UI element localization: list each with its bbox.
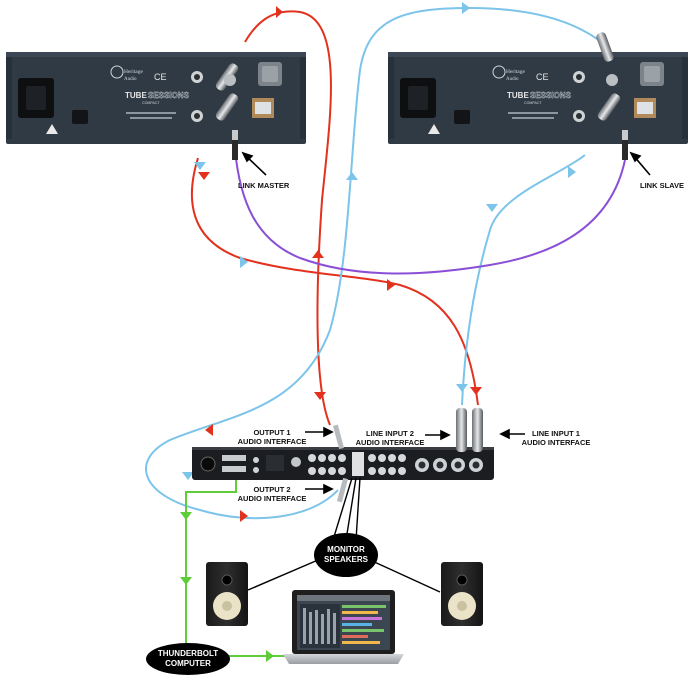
- brand-line1: Heritage: [124, 69, 143, 75]
- link-plug: [232, 138, 238, 160]
- output1-line2: AUDIO INTERFACE: [237, 437, 307, 446]
- laptop-computer: [283, 590, 404, 664]
- purple-link-cable: [234, 149, 626, 275]
- arrow-red-mid2: [387, 279, 395, 291]
- output2-line2: AUDIO INTERFACE: [237, 494, 307, 503]
- pointer-arrows: [241, 151, 651, 495]
- tube-sessions-slave-unit: Heritage Audio CE TUBE SESSIONS COMPACT: [388, 32, 688, 160]
- brand-line2: Audio: [124, 77, 137, 82]
- thunderbolt-computer-bubble: THUNDERBOLT COMPUTER: [146, 643, 230, 675]
- arrow-blue-line-in: [456, 384, 468, 392]
- model-bold: TUBE: [507, 91, 529, 100]
- monitor-speaker-right: [441, 562, 483, 626]
- speaker-cables: [247, 477, 441, 593]
- trs-plug-output1: [332, 424, 345, 450]
- model-bold: TUBE: [125, 91, 147, 100]
- model-outline: SESSIONS: [530, 91, 572, 100]
- brand-line1: Heritage: [506, 69, 525, 75]
- power-button: [200, 456, 216, 472]
- monitor-line2: SPEAKERS: [323, 555, 368, 564]
- arrow-green-1: [180, 512, 192, 520]
- xlr-connector-in: [596, 32, 614, 62]
- xlr-plug-line-input-2: [456, 408, 467, 452]
- red-cable-master-out: [191, 157, 479, 406]
- cable-arrows: [180, 2, 576, 662]
- arrow-red-bottom: [240, 510, 248, 522]
- line-input2-label: LINE INPUT 2 AUDIO INTERFACE: [354, 429, 426, 447]
- warning-icon: [428, 124, 440, 134]
- model-outline: SESSIONS: [148, 91, 190, 100]
- brand-line2: Audio: [506, 77, 519, 82]
- trs-plug-output2: [336, 477, 349, 503]
- arrow-green-2: [180, 577, 192, 585]
- fuse-holder: [72, 110, 88, 124]
- arrow-blue-master: [194, 162, 206, 170]
- tweeter: [456, 574, 468, 586]
- arrow-blue-slave-out: [568, 166, 576, 178]
- arrow-red-line-in: [470, 387, 482, 395]
- monitor-speakers-bubble: MONITOR SPEAKERS: [314, 533, 378, 577]
- arrow-green-3: [266, 650, 274, 662]
- brand-logo: [110, 65, 124, 79]
- ce-mark: CE: [154, 72, 167, 82]
- trs-jack-row: [308, 454, 406, 475]
- interface-body: [192, 447, 494, 480]
- line-input2-line2: AUDIO INTERFACE: [355, 438, 425, 447]
- arrow-blue-right: [486, 204, 498, 212]
- brand-logo: [492, 65, 506, 79]
- line-input1-label: LINE INPUT 1 AUDIO INTERFACE: [520, 429, 592, 447]
- output1-label: OUTPUT 1 AUDIO INTERFACE: [236, 428, 308, 446]
- tweeter: [221, 574, 233, 586]
- laptop-base: [283, 654, 404, 664]
- line-input1-line1: LINE INPUT 1: [532, 429, 580, 438]
- xlr-plug-line-input-1: [472, 408, 483, 452]
- arrow-blue-mid2: [240, 256, 248, 268]
- arrow-blue-mid: [346, 172, 358, 180]
- ce-mark: CE: [536, 72, 549, 82]
- line-input1-line2: AUDIO INTERFACE: [521, 438, 591, 447]
- xlr-connector-out: [597, 93, 621, 121]
- arrow-red-loop: [205, 424, 213, 436]
- tube-sessions-master-unit: Heritage Audio CE TUBE SESSIONS COMPACT: [6, 52, 306, 160]
- monitor-line1: MONITOR: [327, 545, 365, 554]
- connector-block: [352, 452, 364, 476]
- output2-line1: OUTPUT 2: [253, 485, 291, 494]
- model-sub: COMPACT: [142, 101, 161, 105]
- thunderbolt-line1: THUNDERBOLT: [157, 649, 219, 658]
- arrow-blue-top: [462, 2, 470, 14]
- arrow-blue-left: [182, 472, 194, 480]
- link-plug: [622, 138, 628, 160]
- arrow-red-top: [276, 6, 283, 18]
- link-master-label: LINK MASTER: [238, 181, 290, 190]
- arrow-red-low: [314, 392, 326, 400]
- monitor-speaker-left: [206, 562, 248, 626]
- output1-line1: OUTPUT 1: [253, 428, 291, 437]
- line-input2-line1: LINE INPUT 2: [366, 429, 414, 438]
- fuse-holder: [454, 110, 470, 124]
- arrow-red-master-out: [198, 172, 210, 180]
- link-slave-label: LINK SLAVE: [640, 181, 685, 190]
- output2-label: OUTPUT 2 AUDIO INTERFACE: [236, 485, 308, 503]
- warning-icon: [46, 124, 58, 134]
- thunderbolt-line2: COMPUTER: [165, 659, 211, 668]
- audio-interface: [192, 447, 494, 480]
- blue-cable-slave-out: [461, 154, 586, 406]
- model-sub: COMPACT: [524, 101, 543, 105]
- xlr-connector-out: [215, 93, 239, 121]
- arrow-red-mid: [312, 250, 324, 258]
